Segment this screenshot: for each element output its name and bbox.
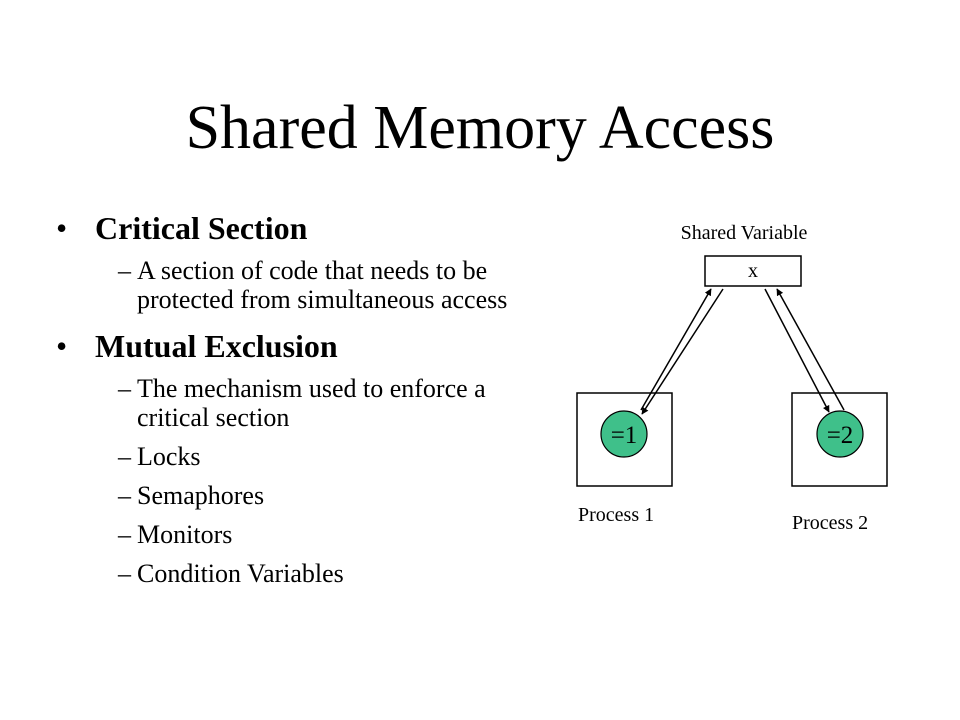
dash-icon: – — [118, 481, 131, 510]
process-1-label: Process 1 — [578, 504, 654, 526]
shared-variable-name: x — [748, 260, 758, 282]
bullet-list: Critical Section – A section of code tha… — [56, 206, 526, 588]
sub-bullet-text: Locks — [137, 442, 201, 471]
process-2-value: =2 — [827, 422, 854, 449]
shared-variable-label: Shared Variable — [681, 222, 808, 244]
bullet-mutual-exclusion-text: Mutual Exclusion — [95, 328, 338, 364]
dash-icon: – — [118, 559, 131, 588]
write-arrow-process-2 — [776, 288, 845, 411]
sub-bullet-locks: – Locks — [56, 442, 526, 471]
sub-bullet-text: Condition Variables — [137, 559, 344, 588]
process-1-value: =1 — [611, 422, 638, 449]
read-arrow-process-1 — [641, 288, 724, 415]
dash-icon: – — [118, 374, 131, 403]
sub-bullet-critical-section-definition: – A section of code that needs to be pro… — [56, 256, 526, 314]
sub-bullet-condition-variables: – Condition Variables — [56, 559, 526, 588]
bullet-critical-section: Critical Section — [56, 206, 526, 250]
sub-bullet-text: Semaphores — [137, 481, 265, 510]
shared-variable-box — [704, 255, 802, 287]
process-1-value-circle — [600, 410, 648, 458]
sub-bullet-text: Monitors — [137, 520, 233, 549]
bullet-critical-section-text: Critical Section — [95, 210, 308, 246]
sub-bullet-monitors: – Monitors — [56, 520, 526, 549]
dash-icon: – — [118, 256, 131, 285]
process-2-value-circle — [816, 410, 864, 458]
process-2-label: Process 2 — [792, 512, 868, 534]
sub-bullet-text: A section of code that needs to be prote… — [137, 256, 508, 314]
read-arrow-process-2 — [764, 288, 830, 413]
sub-bullet-semaphores: – Semaphores — [56, 481, 526, 510]
sub-bullet-text: The mechanism used to enforce a critical… — [137, 374, 486, 432]
sub-bullet-mechanism: – The mechanism used to enforce a critic… — [56, 374, 526, 432]
write-arrow-process-1 — [640, 288, 712, 411]
bullet-mutual-exclusion: Mutual Exclusion — [56, 324, 526, 368]
dash-icon: – — [118, 442, 131, 471]
slide-title: Shared Memory Access — [185, 94, 775, 162]
dash-icon: – — [118, 520, 131, 549]
